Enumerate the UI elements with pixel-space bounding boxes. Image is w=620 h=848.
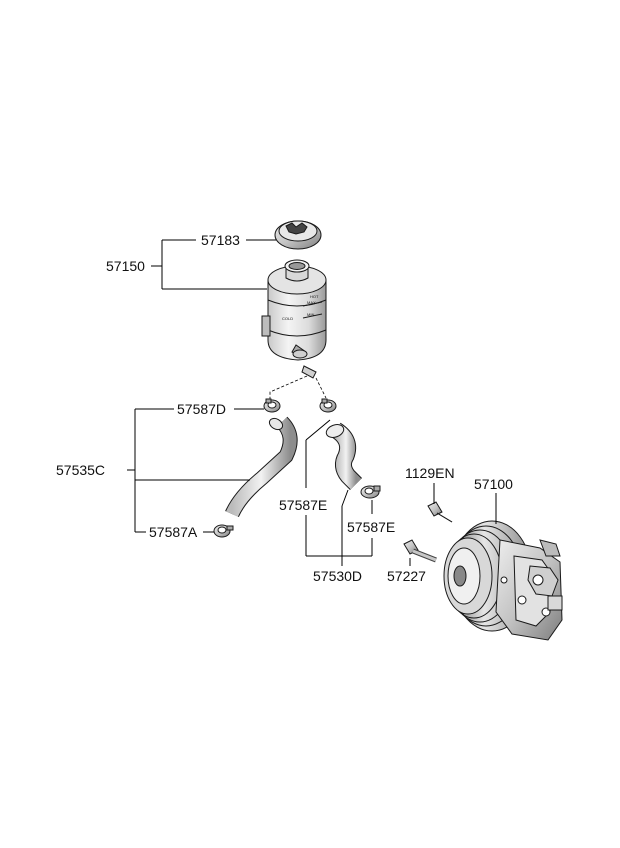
suction-hose-57530d — [325, 422, 363, 491]
label-57587a: 57587A — [149, 524, 198, 540]
hose-clamp-57587d — [263, 398, 281, 413]
label-1129en: 1129EN — [405, 465, 455, 481]
label-57100: 57100 — [474, 476, 513, 492]
power-steering-pump — [443, 520, 563, 641]
reservoir-cap — [274, 220, 322, 250]
label-57587d: 57587D — [177, 401, 226, 417]
label-57535c: 57535C — [56, 462, 105, 478]
reservoir-marking-hot: HOT — [310, 294, 319, 299]
label-57587e-right: 57587E — [347, 519, 395, 535]
connection-line-right — [315, 377, 327, 399]
hose-clamp-upper-right — [319, 398, 337, 413]
hose-clamp-57587a — [213, 524, 234, 538]
label-57150: 57150 — [106, 258, 145, 274]
reservoir-marking-min: MIN — [307, 312, 314, 317]
reservoir-tank: MAX MIN HOT COLD — [261, 259, 327, 379]
label-57183: 57183 — [201, 232, 240, 248]
label-57227: 57227 — [387, 568, 426, 584]
return-hose-57535c — [225, 416, 298, 518]
label-57587e-left: 57587E — [279, 497, 327, 513]
bolt-1129en — [427, 501, 453, 523]
reservoir-marking-cold: COLD — [282, 316, 293, 321]
bolt-57227 — [403, 539, 437, 563]
leader-lines — [127, 239, 497, 566]
reservoir-marking-max: MAX — [307, 300, 316, 305]
hose-clamp-57587e — [360, 485, 381, 499]
label-57530d: 57530D — [313, 568, 362, 584]
connection-line-left — [269, 375, 308, 402]
